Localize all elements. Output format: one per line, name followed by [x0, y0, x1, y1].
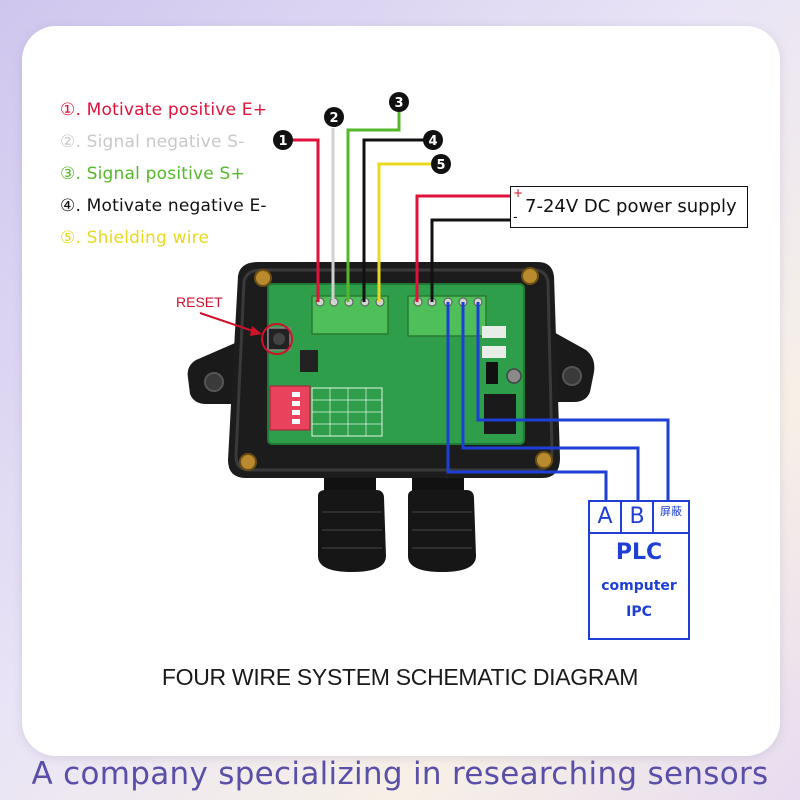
power-supply-label: 7-24V DC power supply — [525, 196, 737, 217]
corner-screw-tr — [521, 267, 539, 285]
gland-ribs — [322, 511, 472, 549]
wire-badge-4: 4 — [423, 130, 443, 150]
legend-item-e-minus: ④. Motivate negative E- — [60, 196, 267, 216]
corner-screw-bl — [239, 453, 257, 471]
wire-black-e-minus — [362, 138, 432, 302]
wire-power-black — [430, 218, 512, 302]
reset-highlight-circle — [261, 323, 293, 355]
plc-terminal-b: B — [622, 502, 654, 534]
wire-badge-1: 1 — [273, 130, 293, 150]
wire-blue-b — [461, 302, 640, 500]
flange-hole-right — [562, 366, 582, 386]
enclosure-right-flange — [548, 330, 595, 402]
flange-hole-left — [204, 372, 224, 392]
power-plus-sign: + — [513, 186, 524, 200]
pcb-component-2 — [482, 346, 506, 358]
legend-item-shield: ⑤. Shielding wire — [60, 228, 210, 248]
wire-badge-5-label: 5 — [436, 158, 445, 173]
reset-label: RESET — [176, 294, 223, 310]
dip-switch-levers — [292, 392, 300, 424]
wire-yellow-shield — [377, 162, 440, 302]
plc-ipc-label: IPC — [626, 604, 652, 620]
diagram-caption: FOUR WIRE SYSTEM SCHEMATIC DIAGRAM — [161, 664, 639, 690]
reset-pointer-arrowhead — [250, 326, 262, 336]
wire-badge-4-label: 4 — [428, 134, 437, 149]
reset-pointer-line — [199, 312, 260, 334]
plc-terminal-shield: 屏蔽 — [654, 502, 688, 534]
wire-badge-2-label: 2 — [329, 111, 338, 126]
wire-badge-5: 5 — [431, 154, 451, 174]
wire-legend: ①. Motivate positive E+ ②. Signal negati… — [60, 94, 267, 254]
enclosure-rim — [234, 268, 554, 472]
enclosure-left-flange — [187, 340, 244, 404]
corner-screw-br — [535, 451, 553, 469]
power-supply-box: 7-24V DC power supply — [510, 186, 748, 228]
reset-button-cap — [273, 333, 285, 345]
plc-title: PLC — [615, 540, 663, 565]
mode-switch — [486, 362, 498, 384]
legend-item-e-plus: ①. Motivate positive E+ — [60, 100, 268, 120]
wire-blue-a — [446, 302, 608, 500]
wire-badge-3-label: 3 — [394, 96, 403, 111]
wire-badge-2: 2 — [324, 107, 344, 127]
wire-badge-1-label: 1 — [278, 134, 287, 149]
wire-badge-3: 3 — [389, 92, 409, 112]
wire-power-red — [415, 194, 512, 302]
plc-computer-label: computer — [601, 578, 677, 594]
power-minus-sign: - — [513, 210, 518, 225]
company-slogan: A company specializing in researching se… — [31, 756, 769, 792]
pcb-dark-module — [484, 394, 516, 434]
corner-screw-tl — [254, 269, 272, 287]
wire-blue-shield — [476, 302, 670, 500]
plc-box: A B 屏蔽 PLC computer IPC — [588, 500, 690, 640]
pcb-board-shade — [267, 283, 525, 445]
silkscreen-table-grid — [312, 388, 382, 436]
wire-red-e-plus — [283, 138, 320, 302]
plc-terminal-a: A — [590, 502, 622, 534]
legend-item-s-minus: ②. Signal negative S- — [60, 132, 245, 152]
wire-green-s-plus — [346, 112, 401, 302]
legend-item-s-plus: ③. Signal positive S+ — [60, 164, 245, 184]
pcb-screw — [506, 368, 522, 384]
pcb-chip — [300, 350, 318, 372]
dip-switch — [269, 385, 311, 431]
pcb-component — [482, 326, 506, 338]
